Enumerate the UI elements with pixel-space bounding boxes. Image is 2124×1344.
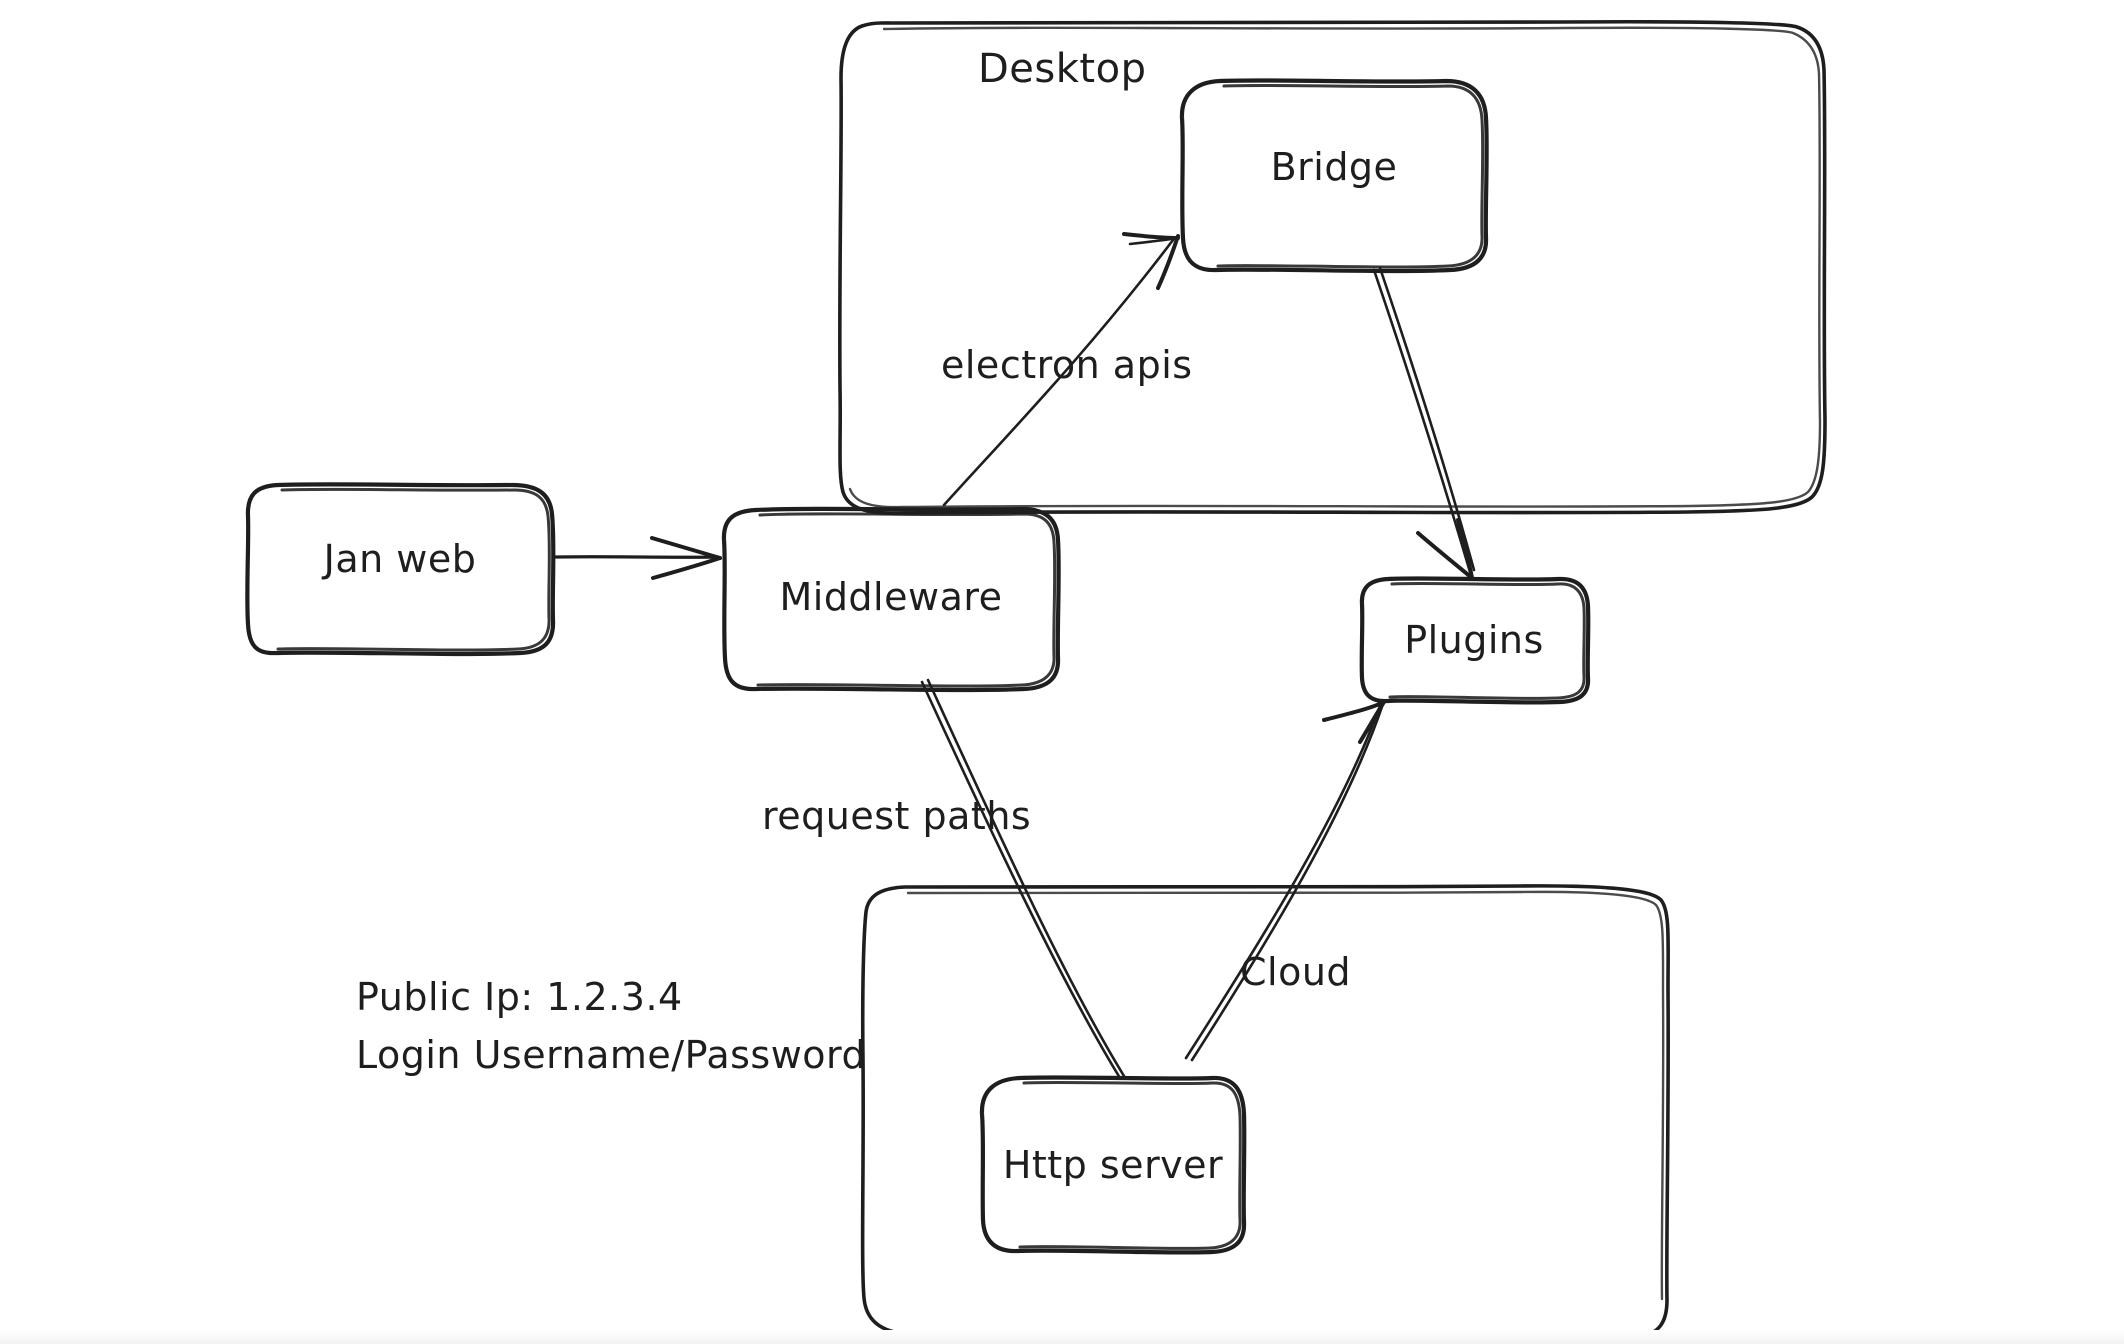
- desktop-container-border-sketch: [848, 26, 1822, 509]
- bridge-box-border-sketch: [1216, 83, 1485, 269]
- node-label-middleware: Middleware: [779, 575, 1002, 619]
- arrowhead-right-barb: [1456, 518, 1474, 580]
- desktop-container-border: [837, 19, 1827, 515]
- node-plugins[interactable]: Plugins: [1359, 576, 1591, 705]
- plugins-box-border-sketch: [1388, 581, 1586, 700]
- edge-line: [1184, 704, 1382, 1060]
- jan-web-box-border: [245, 482, 556, 657]
- edge-label-electron-apis: electron apis: [941, 343, 1193, 387]
- note-line-login-credentials: Login Username/Password: [356, 1033, 866, 1077]
- edge-middleware-to-http-server[interactable]: [920, 678, 1126, 1080]
- plugins-box-border: [1359, 576, 1591, 705]
- edge-line-sketch: [1378, 266, 1476, 572]
- edge-label-cloud: Cloud: [1240, 950, 1351, 994]
- note-public-ip: Public Ip: 1.2.3.4 Login Username/Passwo…: [356, 975, 866, 1077]
- jan-web-box-border-sketch: [276, 487, 551, 652]
- bottom-edge-band: [0, 1330, 2124, 1344]
- arrowhead-lower-barb: [651, 556, 722, 580]
- arrowhead-right-barb: [1358, 700, 1386, 744]
- note-line-public-ip: Public Ip: 1.2.3.4: [356, 975, 683, 1019]
- edge-line: [1372, 268, 1472, 574]
- edge-line: [554, 555, 720, 559]
- edge-line: [942, 238, 1175, 507]
- http-server-box-border-sketch: [1018, 1080, 1242, 1250]
- edge-bridge-to-plugins[interactable]: [1372, 266, 1476, 580]
- edge-line-sketch: [926, 678, 1126, 1078]
- edge-jan-web-to-middleware[interactable]: [554, 536, 722, 580]
- http-server-box-border: [979, 1075, 1247, 1255]
- node-jan-web[interactable]: Jan web: [245, 482, 556, 657]
- arrowhead-lower-barb: [1322, 700, 1386, 722]
- edge-http-server-to-plugins[interactable]: [1184, 700, 1386, 1062]
- node-label-plugins: Plugins: [1404, 618, 1544, 662]
- arrowhead-upper-barb: [650, 536, 722, 560]
- node-bridge[interactable]: Bridge: [1179, 78, 1489, 274]
- container-desktop[interactable]: Desktop: [837, 19, 1827, 515]
- arrowhead-barb-b: [1156, 234, 1180, 290]
- middleware-box-border: [721, 506, 1061, 693]
- arrowhead-barb-a: [1122, 232, 1180, 240]
- bridge-box-border: [1179, 78, 1489, 274]
- node-http-server[interactable]: Http server: [979, 1075, 1247, 1255]
- arrowhead-left-barb: [1416, 531, 1474, 580]
- node-label-jan-web: Jan web: [322, 537, 477, 581]
- container-label-desktop: Desktop: [978, 46, 1146, 92]
- edge-label-request-paths: request paths: [762, 794, 1031, 838]
- edge-line: [920, 680, 1122, 1080]
- arrowhead-barb-c: [1128, 236, 1180, 246]
- node-label-http-server: Http server: [1003, 1143, 1223, 1187]
- node-middleware[interactable]: Middleware: [721, 506, 1061, 693]
- node-label-bridge: Bridge: [1271, 145, 1398, 189]
- edge-middleware-to-bridge[interactable]: [942, 232, 1180, 507]
- middleware-box-border-sketch: [756, 512, 1057, 688]
- edge-line-sketch: [1190, 702, 1385, 1062]
- cloud-container-border-sketch: [906, 890, 1665, 1301]
